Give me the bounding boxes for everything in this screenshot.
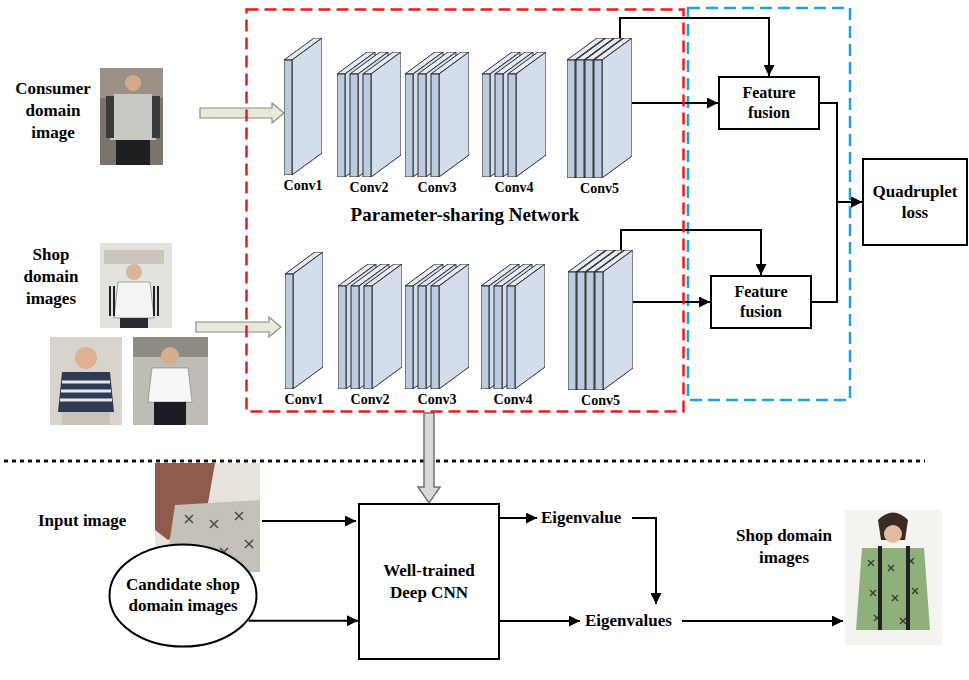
- conv-slab: [364, 264, 402, 389]
- conv-slab: [285, 252, 323, 389]
- input-arrow: [200, 103, 284, 123]
- node-label: Candidate shop domain images: [125, 575, 241, 616]
- connector-arrow: [632, 102, 718, 104]
- text-label: Input image: [38, 510, 126, 532]
- layer-label: Conv3: [418, 391, 457, 408]
- process-box: Feature fusion: [710, 275, 812, 329]
- node-label: Well-trained Deep CNN: [364, 560, 494, 603]
- connector-arrow: [820, 103, 862, 202]
- conv-slab: [595, 250, 633, 390]
- node-label: Feature fusion: [716, 282, 806, 322]
- conv-slab: [363, 52, 401, 177]
- shop-photo: [100, 243, 172, 328]
- conv-layer-shape: [405, 264, 469, 389]
- conv-layer: Conv2: [337, 52, 401, 196]
- text-label: Shop domain images: [728, 525, 840, 569]
- layer-label: Conv4: [494, 391, 533, 408]
- network-region: Parameter-sharing NetworkConv1Conv2Conv3…: [245, 8, 685, 413]
- conv-layer: Conv1: [285, 252, 323, 408]
- connector-arrow: [633, 301, 710, 303]
- shop-photo: [50, 337, 122, 425]
- conv-layer: Conv4: [481, 264, 545, 408]
- conv-layer-shape: [338, 264, 402, 389]
- block-arrow: [418, 413, 440, 503]
- layer-label: Conv3: [418, 179, 457, 196]
- flow-arrows: [262, 518, 843, 621]
- process-box: Quadruplet loss: [862, 158, 968, 246]
- conv-layer: Conv5: [567, 38, 632, 197]
- conv-layer: Conv2: [338, 264, 402, 408]
- conv-layer-shape: [285, 252, 323, 389]
- input-ellipse: Candidate shop domain images: [108, 543, 258, 648]
- connector-arrow: [620, 18, 769, 76]
- conv-layer: Conv3: [405, 264, 469, 408]
- layer-label: Conv5: [581, 392, 620, 409]
- connector-arrow: [812, 202, 862, 302]
- consumer-photo: [100, 68, 163, 165]
- conv-layer: Conv5: [568, 250, 633, 409]
- conv-slab: [284, 38, 322, 175]
- separator-line: [4, 460, 925, 463]
- conv-layer: Conv1: [284, 38, 322, 194]
- text-label: Eigenvalue: [541, 507, 621, 529]
- conv-layer-shape: [337, 52, 401, 177]
- output-photo: [845, 510, 942, 645]
- connector-arrow: [249, 620, 358, 622]
- layer-label: Conv1: [285, 391, 324, 408]
- conv-layer-shape: [567, 38, 632, 178]
- layer-label: Conv1: [284, 177, 323, 194]
- conv-layer: Conv4: [482, 52, 546, 196]
- conv-layer-shape: [568, 250, 633, 390]
- process-box: Feature fusion: [718, 76, 820, 130]
- conv-slab: [507, 264, 545, 389]
- conv-slab: [431, 264, 469, 389]
- layer-label: Conv2: [350, 179, 389, 196]
- conv-slab: [508, 52, 546, 177]
- conv-slab: [594, 38, 632, 178]
- layer-label: Conv2: [351, 391, 390, 408]
- node-label: Feature fusion: [724, 83, 814, 123]
- layer-label: Conv5: [580, 180, 619, 197]
- node-label: Parameter-sharing Network: [245, 204, 685, 227]
- shop-photo: [133, 337, 208, 425]
- text-label: Shop domain images: [8, 244, 94, 310]
- connector-arrow: [621, 230, 761, 275]
- conv-slab: [431, 52, 469, 177]
- conv-layer: Conv3: [405, 52, 469, 196]
- conv-layer-shape: [405, 52, 469, 177]
- ellipse-outline: [110, 545, 257, 647]
- process-box: Well-trained Deep CNN: [358, 503, 500, 660]
- layer-label: Conv4: [495, 179, 534, 196]
- node-label: Quadruplet loss: [868, 181, 962, 224]
- input-arrow: [196, 317, 281, 337]
- text-label: Consumer domain image: [5, 78, 101, 144]
- conv-layer-shape: [284, 38, 322, 175]
- conv-layer-shape: [482, 52, 546, 177]
- text-label: Eigenvalues: [585, 610, 672, 632]
- conv-layer-shape: [481, 264, 545, 389]
